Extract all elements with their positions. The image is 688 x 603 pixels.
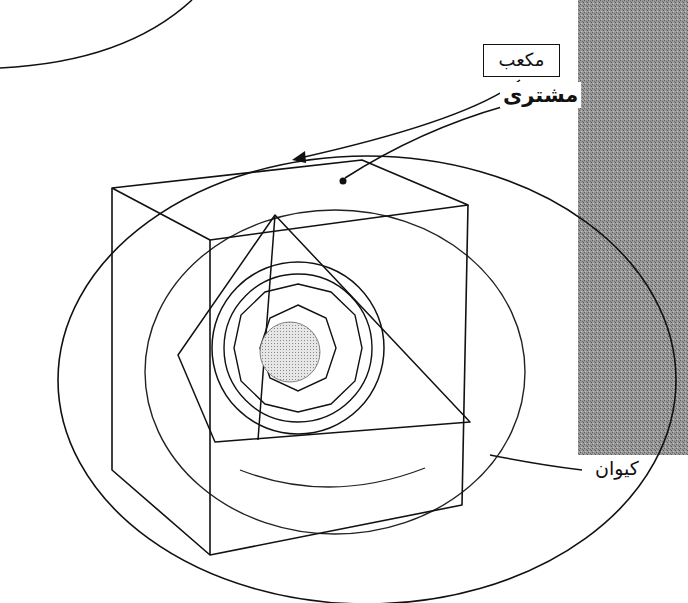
- leader-dot: [340, 178, 347, 185]
- leader-line: [345, 106, 505, 178]
- tetrahedron: [178, 215, 470, 442]
- planet-label: کیوان: [592, 456, 642, 480]
- earth-sphere: [260, 322, 320, 382]
- leader-line: [300, 80, 520, 158]
- dodecahedron: [234, 284, 362, 412]
- box-text: مکعب: [498, 49, 545, 71]
- saturn-sphere: [58, 156, 676, 603]
- jupiter-sphere: [145, 210, 525, 534]
- orbit-arc: [0, 0, 192, 68]
- label-box: مکعب: [483, 44, 560, 77]
- leader-line: [490, 455, 582, 470]
- cube: [112, 160, 468, 555]
- arrowhead: [292, 151, 306, 163]
- mars-sphere-inner: [224, 274, 372, 422]
- mars-sphere: [212, 262, 384, 434]
- planet-label: مشتری: [500, 82, 581, 108]
- sphere-arc: [240, 468, 425, 487]
